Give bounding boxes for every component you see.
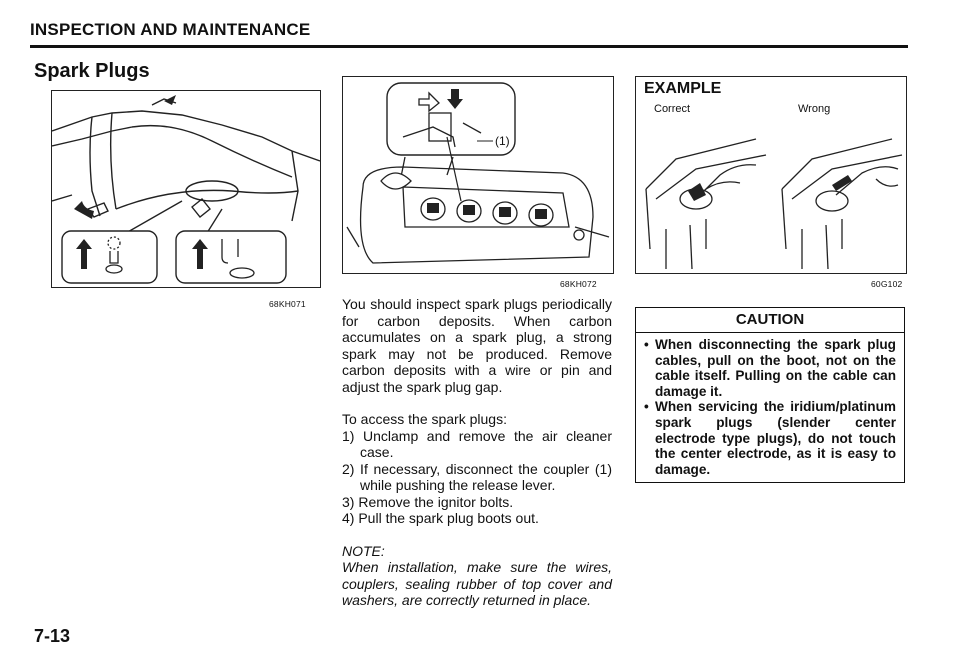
coupler-illustration: (1) (346, 82, 610, 264)
body-text: You should inspect spark plugs periodica… (342, 296, 612, 609)
caution-title: CAUTION (636, 308, 904, 333)
access-steps: 1) Unclamp and remove the air cleaner ca… (342, 428, 612, 527)
figure-id: 68KH071 (269, 299, 306, 309)
page-number: 7-13 (34, 626, 71, 646)
list-item: 2) If necessary, disconnect the coupler … (342, 460, 612, 494)
coupler-callout: (1) (495, 134, 510, 148)
header-rule (30, 45, 908, 48)
list-item: When disconnecting the spark plug cables… (644, 337, 896, 399)
access-heading: To access the spark plugs: (342, 411, 507, 427)
figure-example: EXAMPLE Correct Wrong (635, 76, 907, 274)
section-header: INSPECTION AND MAINTENANCE (30, 20, 311, 39)
list-item: When servicing the iridium/platinum spar… (644, 399, 896, 477)
wrong-label: Wrong (798, 103, 831, 115)
figure-air-cleaner (51, 90, 321, 288)
correct-label: Correct (654, 103, 691, 115)
figure-id: 68KH072 (560, 279, 597, 289)
list-item: 1) Unclamp and remove the air cleaner ca… (342, 427, 612, 461)
list-item: 3) Remove the ignitor bolts. (342, 493, 514, 510)
figure-id: 60G102 (871, 279, 903, 289)
note-label: NOTE: (342, 542, 385, 559)
note-text: When installation, make sure the wires, … (342, 559, 612, 608)
page-title: Spark Plugs (34, 60, 150, 82)
figure-coupler: (1) (342, 76, 614, 274)
air-cleaner-illustration (52, 95, 320, 284)
list-item: 4) Pull the spark plug boots out. (342, 510, 539, 526)
example-label: EXAMPLE (644, 80, 722, 97)
example-illustration (645, 138, 903, 270)
intro-paragraph: You should inspect spark plugs periodica… (342, 296, 612, 395)
caution-box: CAUTION When disconnecting the spark plu… (635, 307, 905, 484)
caution-list: When disconnecting the spark plug cables… (636, 333, 904, 482)
